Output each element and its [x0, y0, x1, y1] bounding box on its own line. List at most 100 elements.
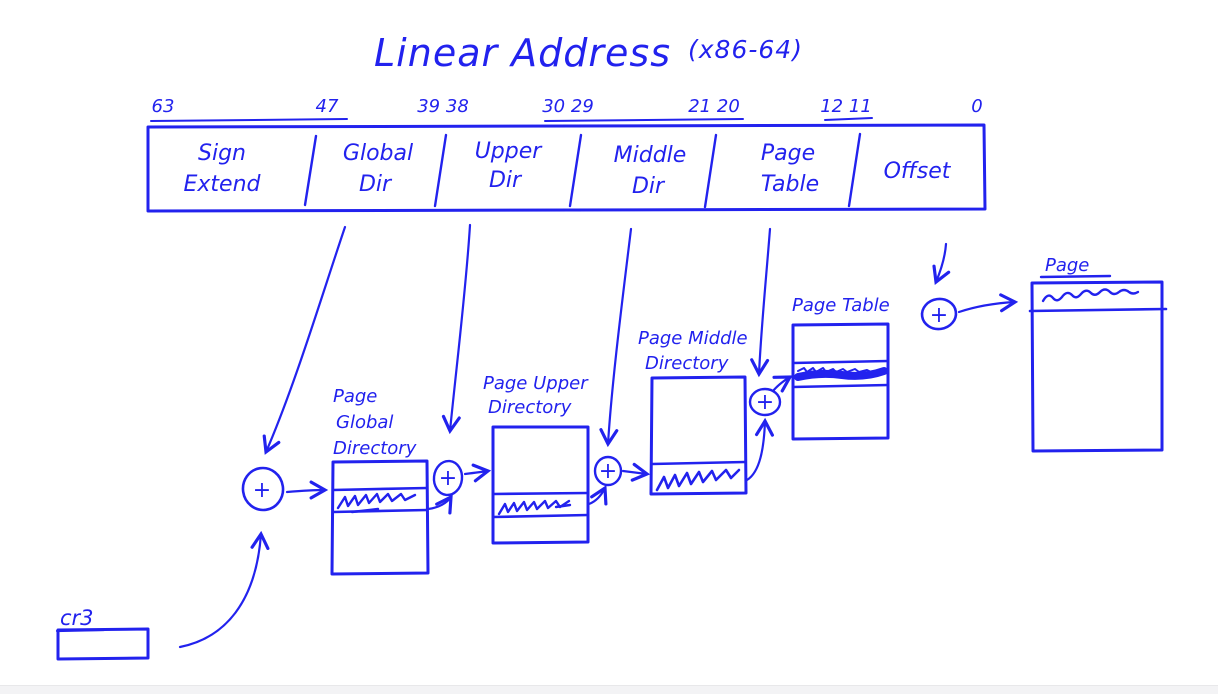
adder2-plus-icon: +	[439, 466, 457, 491]
title-suffix-text: (x86-64)	[688, 35, 803, 64]
pgd-label-line3: Directory	[333, 438, 417, 459]
arrow-adder4-to-pt	[771, 375, 793, 393]
adder-2: +	[432, 459, 464, 497]
bitfield-overline-right	[824, 117, 873, 121]
field-upper-dir: Upper Dir	[475, 139, 544, 193]
field-global-dir: Global Dir	[343, 141, 413, 197]
bit-label-0: 0	[971, 96, 982, 117]
pgd-row-divider-bottom	[331, 508, 429, 514]
field-page-table-line2: Table	[761, 172, 819, 197]
pmd-row-divider	[650, 460, 747, 466]
arrow-upper-dir-to-adder2	[441, 223, 472, 435]
bitfield-overline-left	[150, 118, 348, 122]
adder-4: +	[748, 387, 782, 417]
pt-entry-scribble-outline	[797, 367, 881, 373]
field-upper-dir-line2: Dir	[489, 168, 523, 193]
field-sign-extend-line2: Extend	[184, 172, 262, 197]
bit-label-30-29: 30 29	[542, 96, 594, 117]
pgd-row-divider-top	[331, 486, 429, 492]
adder2-circle-icon	[432, 459, 464, 497]
pgd-label-line2: Global	[336, 412, 393, 433]
bit-label-21-20: 21 20	[688, 96, 740, 117]
pud-row-divider-bottom	[491, 513, 590, 519]
page-label-underline	[1039, 274, 1112, 279]
arrow-cr3-to-adder1	[178, 530, 270, 649]
field-global-dir-line2: Dir	[359, 172, 393, 197]
pt-row-divider-bottom	[791, 383, 890, 389]
page-content-scribble	[1041, 288, 1140, 303]
bit-label-12-11: 12 11	[820, 96, 872, 117]
field-middle-dir-line2: Dir	[632, 174, 666, 199]
arrow-pmd-entry-to-adder4	[745, 417, 774, 482]
arrow-adder1-to-pgd	[285, 480, 329, 500]
pmd-label-line2: Directory	[645, 353, 729, 374]
field-divider-5	[847, 132, 862, 208]
arrow-adder3-to-pmd	[621, 462, 651, 482]
adder1-plus-icon: +	[253, 478, 271, 503]
bit-label-39-38: 39 38	[417, 96, 469, 117]
pmd-label-line1: Page Middle	[638, 328, 748, 349]
arrow-adder5-to-page	[957, 293, 1019, 314]
adder-1: +	[241, 466, 285, 512]
arrow-offset-to-adder5	[932, 242, 951, 285]
title-text: Linear Address	[374, 31, 671, 75]
adder-3: +	[593, 455, 623, 487]
adder-5: +	[920, 297, 958, 331]
page-middle-directory: Page Middle Directory	[638, 328, 748, 496]
cr3-box	[56, 627, 150, 661]
cr3-label: cr3	[60, 606, 94, 630]
page-label: Page	[1045, 255, 1089, 276]
field-divider-3	[568, 133, 583, 208]
field-middle-dir-line1: Middle	[614, 143, 687, 168]
page-global-directory: Page Global Directory	[330, 386, 430, 576]
arrow-pud-entry-to-adder3	[587, 485, 608, 506]
pgd-box	[330, 459, 430, 576]
pgd-label-line1: Page	[333, 386, 377, 407]
field-sign-extend-line1: Sign	[198, 141, 246, 166]
linear-address-bitfield: 63 47 39 38 30 29 21 20 12 11 0 Sign Ext…	[146, 96, 987, 213]
arrow-page-table-to-adder4	[750, 227, 772, 378]
pmd-box	[649, 375, 748, 496]
page-frame: Page	[1028, 255, 1168, 453]
diagram-title: Linear Address (x86-64)	[374, 31, 803, 75]
page-row-divider	[1028, 307, 1168, 313]
field-offset: Offset	[884, 159, 952, 184]
pgd-entry-scribble	[336, 492, 417, 510]
field-page-table: Page Table	[761, 141, 819, 197]
pud-label-line1: Page Upper	[483, 373, 589, 394]
field-divider-2	[433, 133, 448, 208]
arrow-adder2-to-pud	[463, 463, 492, 483]
arrow-middle-dir-to-adder3	[599, 227, 633, 448]
adder4-circle-icon	[748, 387, 782, 417]
cr3-register: cr3	[55, 606, 150, 661]
adder5-plus-icon: +	[930, 303, 948, 328]
arrow-pgd-entry-to-adder2	[426, 494, 453, 515]
pud-row-divider-top	[491, 491, 590, 496]
bit-label-63: 63	[152, 96, 175, 117]
pud-entry-scribble-2	[554, 503, 572, 509]
page-upper-directory: Page Upper Directory	[483, 373, 590, 545]
pud-box	[491, 425, 590, 545]
arrow-global-dir-to-adder1	[262, 225, 347, 455]
adder5-circle-icon	[920, 297, 958, 331]
window-bottom-edge	[0, 685, 1218, 694]
pt-entry-scribble-heavy	[794, 367, 888, 381]
pt-box	[791, 322, 890, 441]
pmd-entry-scribble	[655, 468, 741, 492]
page-box	[1030, 280, 1164, 453]
adder4-plus-icon: +	[756, 390, 774, 415]
field-offset-line1: Offset	[884, 159, 952, 184]
adder3-circle-icon	[593, 455, 623, 487]
pt-label: Page Table	[792, 295, 890, 316]
field-upper-dir-line1: Upper	[475, 139, 544, 164]
bit-label-47: 47	[316, 96, 339, 117]
field-page-table-line1: Page	[761, 141, 815, 166]
adder3-plus-icon: +	[599, 459, 617, 484]
bitfield-box	[146, 123, 987, 213]
bitfield-overline-mid	[544, 118, 744, 122]
adder1-circle-icon	[241, 466, 285, 512]
page-table: Page Table	[791, 295, 890, 441]
field-global-dir-line1: Global	[343, 141, 413, 166]
field-sign-extend: Sign Extend	[184, 141, 262, 197]
